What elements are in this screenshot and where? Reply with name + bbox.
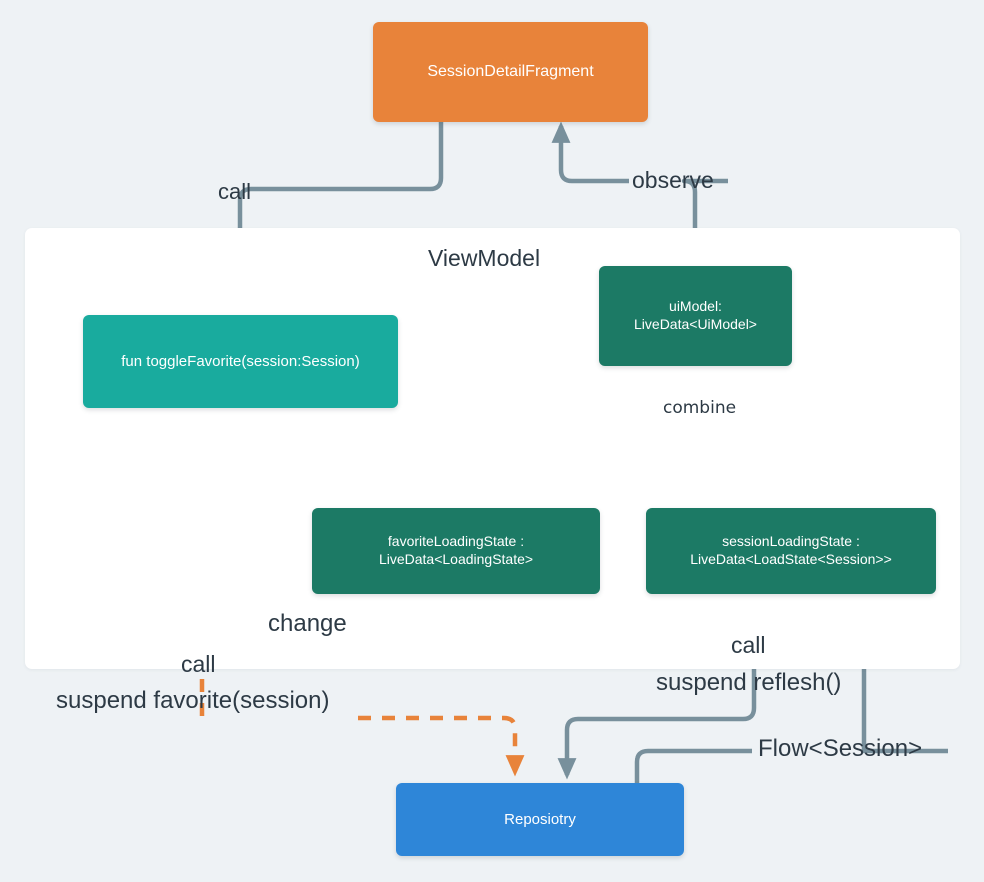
edge-label-suspend-refresh: suspend reflesh() (656, 669, 842, 696)
edge-observe-path-b (551, 121, 629, 184)
edge-observe-path (681, 178, 728, 266)
edge-label-flow-session: Flow<Session> (758, 735, 923, 762)
edge-label-call-refresh: call (731, 632, 766, 658)
edge-flow-session-path (634, 748, 752, 786)
viewmodel-panel-title: ViewModel (428, 245, 541, 271)
edge-label-suspend-favorite: suspend favorite(session) (56, 687, 330, 714)
edge-suspend-refresh-path (557, 656, 757, 780)
edge-label-combine: combine (663, 398, 737, 418)
edge-call-toggle-path (230, 122, 444, 301)
viewmodel-panel (25, 228, 960, 669)
node-ui-model[interactable]: uiModel: LiveData<UiModel> (599, 266, 792, 366)
node-repository[interactable]: Reposiotry (396, 783, 684, 856)
edge-label-call-favorite: call (181, 651, 216, 677)
edge-label-call-toggle: call (218, 179, 252, 204)
node-favorite-loading-state[interactable]: favoriteLoadingState : LiveData<LoadingS… (312, 508, 600, 594)
edge-label-change: change (268, 610, 347, 637)
edge-suspend-favorite-path (358, 715, 525, 777)
node-session-loading-state[interactable]: sessionLoadingState : LiveData<LoadState… (646, 508, 936, 594)
node-toggle-favorite[interactable]: fun toggleFavorite(session:Session) (83, 315, 398, 408)
node-session-detail-fragment[interactable]: SessionDetailFragment (373, 22, 648, 122)
edge-label-observe: observe (632, 167, 714, 193)
